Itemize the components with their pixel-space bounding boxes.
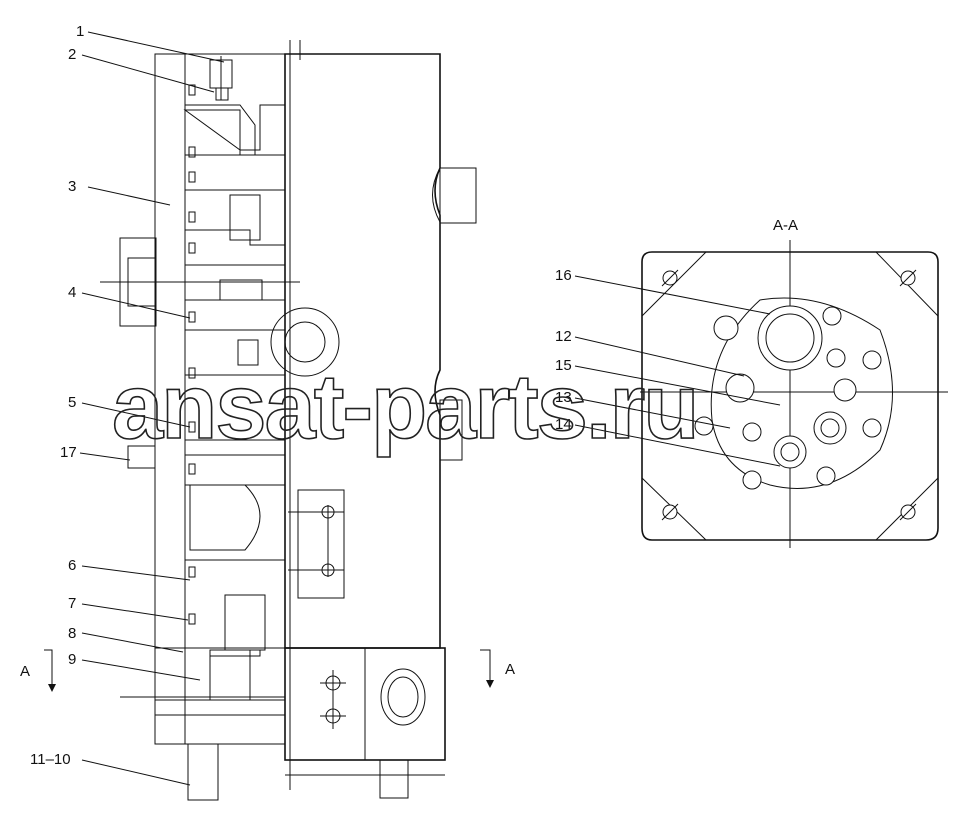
watermark: ansat-parts.ru xyxy=(112,356,698,458)
callout-2: 2 xyxy=(68,46,76,63)
top-bolt xyxy=(209,56,233,101)
callout-12: 12 xyxy=(555,328,572,345)
corner-holes xyxy=(661,269,917,521)
pin-17 xyxy=(127,445,156,469)
callout-6: 6 xyxy=(68,557,76,574)
section-marker-right: A xyxy=(505,661,515,678)
section-marker-left: A xyxy=(20,663,30,680)
callout-9: 9 xyxy=(68,651,76,668)
section-title: A-A xyxy=(773,217,798,234)
callout-15: 15 xyxy=(555,357,572,374)
callout-5: 5 xyxy=(68,394,76,411)
callout-11-10: 11–10 xyxy=(30,751,71,768)
callout-8: 8 xyxy=(68,625,76,642)
callout-1: 1 xyxy=(76,23,84,40)
section-markers xyxy=(44,649,494,692)
callout-16: 16 xyxy=(555,267,572,284)
callout-4: 4 xyxy=(68,284,76,301)
bottom-block xyxy=(120,647,286,801)
section-a-a-view xyxy=(640,240,948,548)
callout-13: 13 xyxy=(555,389,572,406)
leader-lines xyxy=(79,31,781,786)
front-outline-view xyxy=(270,53,477,799)
callout-7: 7 xyxy=(68,595,76,612)
callout-17: 17 xyxy=(60,444,77,461)
callout-3: 3 xyxy=(68,178,76,195)
left-port xyxy=(100,237,300,327)
callout-14: 14 xyxy=(555,416,572,433)
